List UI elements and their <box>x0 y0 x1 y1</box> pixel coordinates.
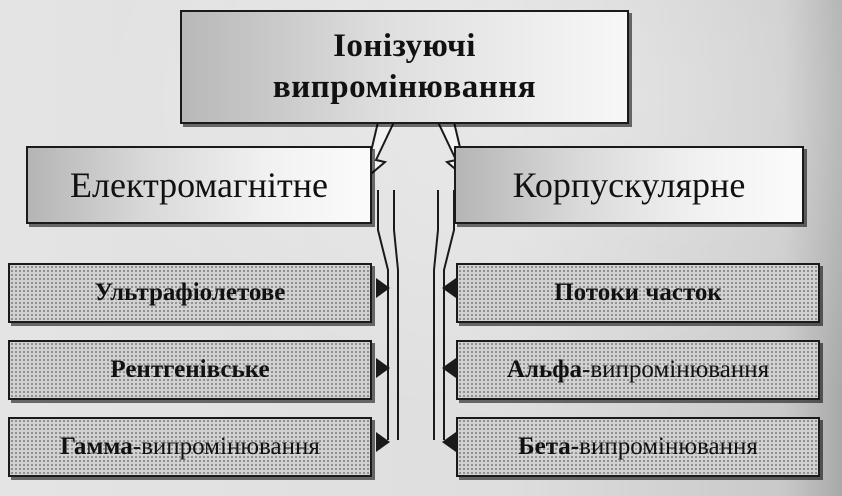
item-beta-box: Бета-випромінювання <box>456 417 820 477</box>
arrow-to-particle-streams <box>442 278 456 298</box>
title-text: Іонізуючі випромінювання <box>273 26 536 108</box>
item-gamma-label: Гамма-випромінювання <box>60 433 320 460</box>
item-xray-label: Рентгенівське <box>110 356 270 383</box>
arrow-to-beta <box>442 432 456 452</box>
item-ultraviolet-box: Ультрафіолетове <box>8 263 372 323</box>
title-line-2: випромінювання <box>272 69 537 105</box>
category-corpuscular-box: Корпускулярне <box>454 146 804 224</box>
title-box: Іонізуючі випромінювання <box>180 10 629 124</box>
item-ultraviolet-label: Ультрафіолетове <box>94 279 286 306</box>
arrow-to-ultraviolet <box>376 278 390 298</box>
item-particle-streams-label: Потоки часток <box>554 279 722 306</box>
item-alpha-label: Альфа-випромінювання <box>506 356 770 383</box>
item-beta-label: Бета-випромінювання <box>518 433 758 460</box>
category-electromagnetic-label: Електромагнітне <box>70 165 328 205</box>
left-trunk-line <box>377 190 389 440</box>
title-line-1: Іонізуючі <box>333 28 476 64</box>
right-trunk-line <box>433 190 439 440</box>
arrow-to-gamma <box>376 432 390 452</box>
left-trunk-line-inner <box>393 190 399 440</box>
item-gamma-box: Гамма-випромінювання <box>8 417 372 477</box>
right-trunk-line-inner <box>443 190 455 440</box>
arrow-to-xray <box>376 358 390 378</box>
category-corpuscular-label: Корпускулярне <box>512 165 746 205</box>
item-alpha-box: Альфа-випромінювання <box>456 340 820 400</box>
category-electromagnetic-box: Електромагнітне <box>26 146 372 224</box>
item-xray-box: Рентгенівське <box>8 340 372 400</box>
arrow-to-alpha <box>442 358 456 378</box>
item-particle-streams-box: Потоки часток <box>456 263 820 323</box>
